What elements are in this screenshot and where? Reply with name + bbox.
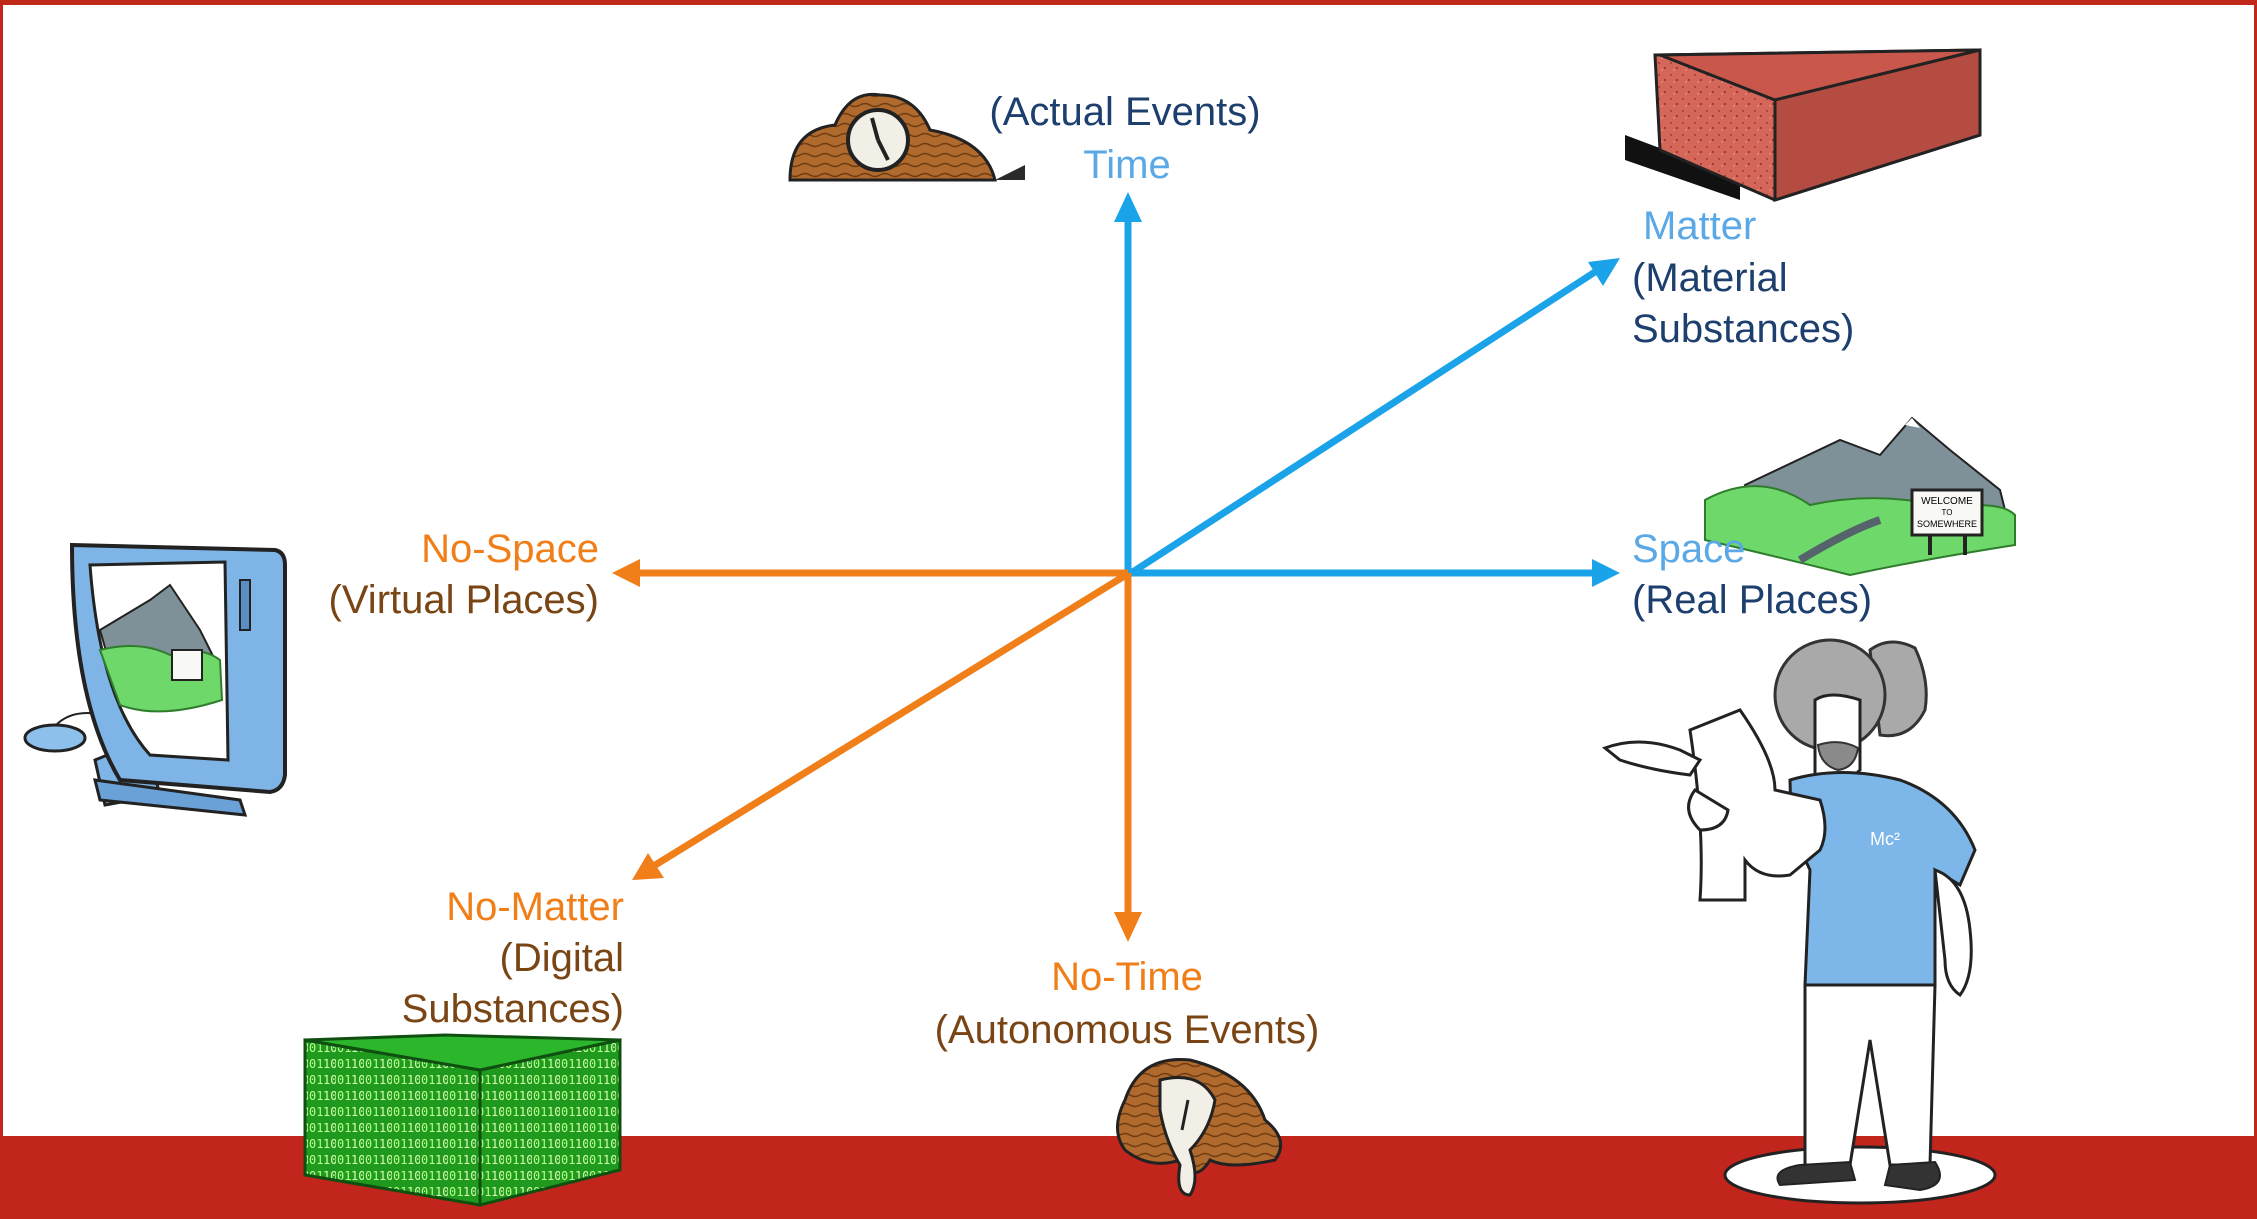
no-matter-subtitle-line1: (Digital bbox=[499, 936, 624, 980]
no-matter-subtitle-line2: Substances) bbox=[401, 987, 624, 1031]
space-subtitle: (Real Places) bbox=[1632, 578, 1873, 622]
no-time-title: No-Time bbox=[1051, 955, 1203, 999]
space-arrowhead bbox=[1592, 559, 1620, 587]
melting-clock-icon bbox=[1116, 1058, 1283, 1197]
computer-monitor-icon bbox=[23, 542, 287, 817]
matter-axis-arrow bbox=[1126, 267, 1600, 578]
no-space-title: No-Space bbox=[421, 527, 599, 571]
no-matter-arrowhead bbox=[632, 853, 664, 880]
no-space-arrowhead bbox=[612, 559, 640, 587]
no-space-subtitle: (Virtual Places) bbox=[328, 578, 599, 622]
sign-text-line1: WELCOME bbox=[1921, 496, 1973, 507]
no-time-subtitle: (Autonomous Events) bbox=[934, 1008, 1320, 1052]
shirt-text: Mc² bbox=[1870, 829, 1900, 849]
mountain-landscape-icon: WELCOME TO SOMEWHERE bbox=[1704, 416, 2016, 577]
red-brick-icon bbox=[1625, 48, 1982, 203]
matter-subtitle-line2: Substances) bbox=[1632, 307, 1855, 351]
time-arrowhead bbox=[1114, 192, 1142, 222]
time-subtitle: (Actual Events) bbox=[989, 90, 1261, 134]
matter-subtitle-line1: (Material bbox=[1632, 256, 1788, 300]
axis-arrows bbox=[612, 192, 1620, 942]
no-matter-axis-arrow bbox=[650, 572, 1128, 870]
binary-code-block-icon bbox=[303, 1033, 622, 1207]
time-title: Time bbox=[1083, 143, 1171, 187]
no-time-arrowhead bbox=[1114, 912, 1142, 942]
space-title: Space bbox=[1632, 527, 1746, 571]
sign-text-line2: TO bbox=[1942, 508, 1953, 517]
mantel-clock-icon bbox=[788, 92, 1025, 182]
matter-arrowhead bbox=[1588, 258, 1620, 286]
presenter-figure-icon: Mc² bbox=[1601, 638, 1997, 1205]
no-matter-title: No-Matter bbox=[446, 885, 624, 929]
sign-text-line3: SOMEWHERE bbox=[1917, 519, 1977, 529]
matter-title: Matter bbox=[1643, 204, 1757, 248]
